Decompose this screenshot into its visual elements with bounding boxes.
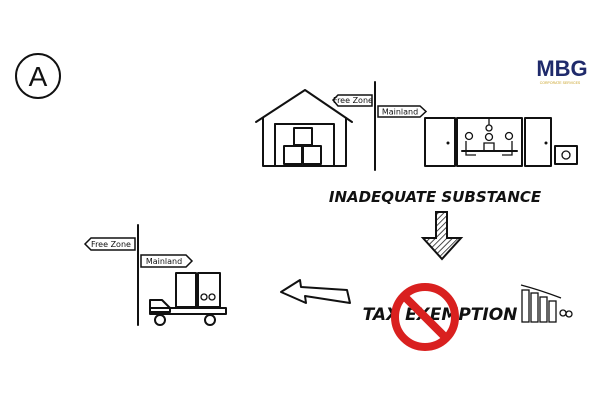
safe-icon <box>554 145 578 165</box>
bottom-signpost: Free Zone Mainland <box>83 224 194 326</box>
scene-label: A <box>29 61 48 92</box>
headline-text: INADEQUATE SUBSTANCE <box>329 188 542 206</box>
top-signpost: Free Zone Mainland <box>331 81 428 171</box>
mbg-logo: MBG CORPORATE SERVICES <box>536 56 587 85</box>
left-arrow-icon <box>280 279 351 304</box>
outcome-text: TAX EXEMPTION <box>363 305 518 325</box>
top-sign-free-zone: Free Zone <box>333 96 373 105</box>
prohibition-icon <box>391 283 459 351</box>
warehouse-icon <box>255 89 353 167</box>
bottom-sign-free-zone: Free Zone <box>91 240 131 249</box>
bottom-sign-mainland: Mainland <box>146 257 182 266</box>
scene-label-badge: A <box>15 53 61 99</box>
top-sign-mainland: Mainland <box>382 108 418 117</box>
logo-subtitle: CORPORATE SERVICES <box>540 81 581 85</box>
logo-text: MBG <box>536 56 587 81</box>
office-icon <box>424 117 552 167</box>
truck-icon <box>149 272 227 326</box>
declining-bars-icon <box>520 284 573 323</box>
down-arrow-icon <box>420 211 464 261</box>
